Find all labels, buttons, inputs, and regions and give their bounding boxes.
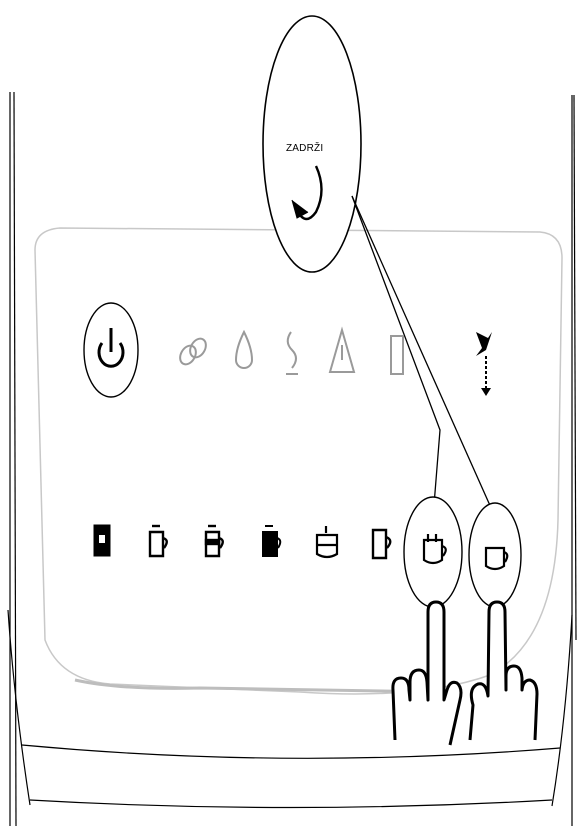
- grounds-container-icon: [391, 336, 403, 374]
- double-espresso-icon: [317, 526, 337, 557]
- milk-icon: [263, 526, 280, 556]
- panel-bottom-edge: [75, 680, 440, 692]
- control-panel-outline: [35, 228, 562, 694]
- double-coffee-button: [404, 497, 462, 607]
- cappuccino-icon: [206, 526, 223, 556]
- warning-triangle-icon: [330, 330, 354, 372]
- hot-water-icon: [94, 525, 110, 556]
- descaling-icon: [476, 332, 492, 396]
- coffee-beans-icon: [177, 336, 209, 367]
- latte-macchiato-icon: [150, 526, 167, 556]
- right-hand-illustration: [470, 602, 537, 740]
- water-drop-icon: [236, 332, 252, 368]
- drink-button-row: [94, 525, 390, 558]
- hold-label: ZADRŽI: [286, 143, 323, 154]
- callout-connectors: [352, 196, 492, 510]
- long-coffee-icon: [373, 530, 390, 558]
- espresso-button: [469, 503, 521, 607]
- power-button: [84, 303, 138, 397]
- left-hand-illustration: [393, 602, 461, 745]
- steam-icon: [286, 332, 298, 374]
- status-icon-row: [177, 330, 403, 374]
